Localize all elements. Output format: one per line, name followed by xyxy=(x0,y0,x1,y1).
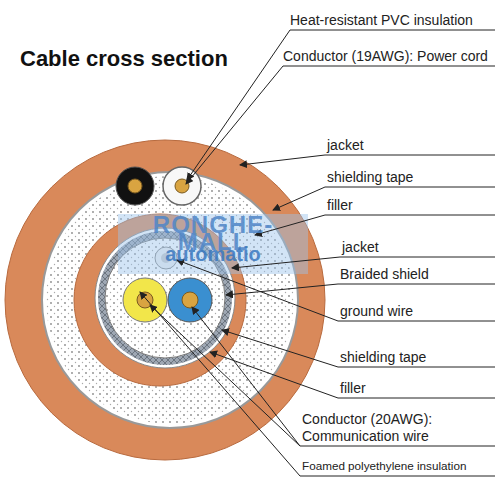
callout-label: ground wire xyxy=(340,303,495,320)
callout-label: Braided shield xyxy=(340,266,495,283)
diagram-title: Cable cross section xyxy=(20,46,228,72)
watermark: RONGHE-MALL xyxy=(118,216,308,250)
callout-label: shielding tape xyxy=(340,349,495,366)
callout-label: filler xyxy=(327,197,487,214)
callout-label: shielding tape xyxy=(327,169,487,186)
callout-label: jacket xyxy=(327,137,487,154)
callout-label: Heat-resistant PVC insulation xyxy=(290,12,495,29)
callout-label: Conductor (20AWG): Communication wire xyxy=(302,411,482,445)
callout-label: jacket xyxy=(342,239,492,256)
callout-label: Foamed polyethylene insulation xyxy=(302,458,498,474)
callout-label: Conductor (19AWG): Power cord xyxy=(283,48,495,65)
callout-label: filler xyxy=(340,380,495,397)
watermark: automatio xyxy=(118,246,308,263)
